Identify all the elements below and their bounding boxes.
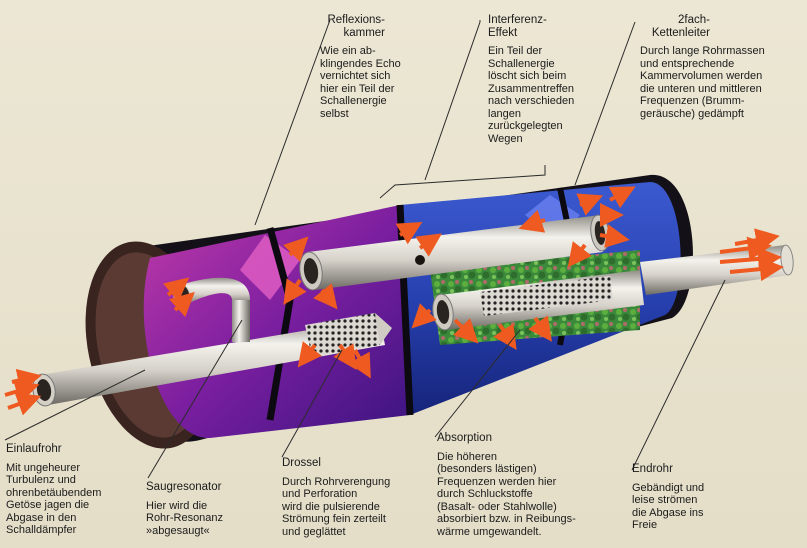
label-drossel: Drossel Durch Rohrverengung und Perforat…	[282, 457, 422, 538]
label-einlaufrohr-text: Mit ungeheurer Turbulenz und ohrenbetäub…	[6, 461, 102, 537]
label-interferenz: Interferenz- Effekt Ein Teil der Schalle…	[488, 14, 598, 145]
label-kettenleiter-title: 2fach- Kettenleiter	[651, 14, 710, 39]
label-einlaufrohr-title: Einlaufrohr	[6, 443, 62, 455]
label-kettenleiter-text: Durch lange Rohrmassen und entsprechende…	[640, 45, 765, 120]
label-absorption: Absorption Die höheren (besonders lästig…	[437, 432, 612, 538]
label-absorption-title: Absorption	[437, 432, 492, 444]
label-drossel-text: Durch Rohrverengung und Perforation wird…	[282, 475, 391, 538]
label-interferenz-text: Ein Teil der Schallenergie löscht sich b…	[488, 45, 575, 145]
label-reflexionskammer: Reflexions- kammer Wie ein ab- klingende…	[320, 14, 435, 120]
label-absorption-text: Die höheren (besonders lästigen) Frequen…	[437, 450, 576, 538]
label-endrohr: Endrohr Gebändigt und leise strömen die …	[632, 463, 742, 532]
label-endrohr-title: Endrohr	[632, 463, 673, 475]
label-reflexionskammer-title: Reflexions- kammer	[327, 14, 385, 39]
label-einlaufrohr: Einlaufrohr Mit ungeheurer Turbulenz und…	[6, 443, 141, 537]
label-saugresonator: Saugresonator Hier wird die Rohr-Resonan…	[146, 481, 271, 537]
label-saugresonator-title: Saugresonator	[146, 481, 222, 493]
label-interferenz-title: Interferenz- Effekt	[488, 14, 547, 39]
flow-arrows	[4, 186, 784, 416]
label-kettenleiter: 2fach- Kettenleiter Durch lange Rohrmass…	[640, 14, 805, 120]
label-reflexionskammer-text: Wie ein ab- klingendes Echo vernichtet s…	[320, 45, 401, 120]
leader-lines	[4, 19, 726, 479]
label-saugresonator-text: Hier wird die Rohr-Resonanz »abgesaugt«	[146, 499, 224, 537]
label-drossel-title: Drossel	[282, 457, 321, 469]
label-endrohr-text: Gebändigt und leise strömen die Abgase i…	[632, 481, 705, 532]
